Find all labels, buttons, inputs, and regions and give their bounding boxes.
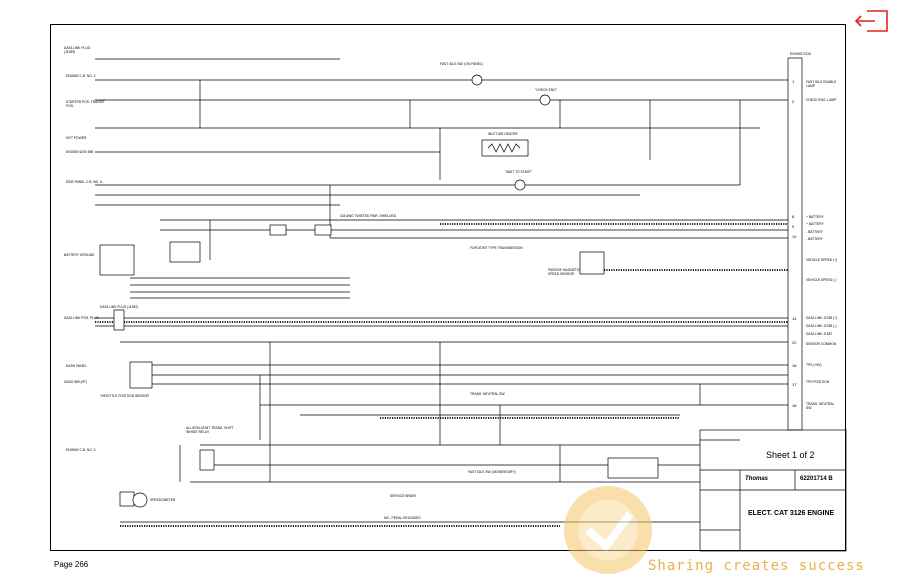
- center-label: "CHECK ENG": [535, 88, 557, 92]
- left-label: STARTER POS. TRANSIT POS.: [66, 100, 105, 108]
- left-label: HOT POWER: [66, 136, 87, 140]
- right-label: TRANS. NEUTRAL SW.: [806, 402, 835, 410]
- watermark-logo-icon: [564, 486, 652, 574]
- center-label: "WAIT TO START": [505, 170, 533, 174]
- right-label: VEHICLE SPEED (-): [806, 278, 837, 282]
- left-label: ENGINE 6200 589: [66, 150, 94, 154]
- title-block: [699, 429, 847, 552]
- pin-label: 9: [792, 224, 795, 229]
- center-label: FAST IDLE SW. (MOMENTARY): [468, 470, 516, 474]
- center-label: N/C, PEDAL RELEASED: [384, 516, 421, 520]
- right-label: ENGINE ECM: [790, 52, 811, 56]
- wait-to-start-lamp: [514, 179, 526, 191]
- right-label: - BATTERY: [806, 237, 823, 241]
- speedometer: [132, 492, 148, 508]
- center-label: TRANS. NEUTRAL SW.: [470, 392, 506, 396]
- pin-label: 16: [792, 363, 797, 368]
- right-label: - BATTERY: [806, 230, 823, 234]
- left-label: SIDE PANEL C.B. NO. 6: [66, 180, 102, 184]
- center-label: SERVICE BRAKE: [390, 494, 417, 498]
- left-label: DATA LINK POS. PLUG: [64, 316, 100, 320]
- ecm-connector: [787, 57, 803, 431]
- exit-arrow-icon[interactable]: [853, 6, 893, 36]
- right-label: FAST IDLE ENABLE LAMP: [806, 80, 837, 88]
- right-label: + BATTERY: [806, 222, 824, 226]
- left-label: ENGINE C.B. NO. 3: [66, 448, 96, 452]
- right-label: + BATTERY: [806, 215, 824, 219]
- center-label: ALLISON AT/MT TRANS. SHIFT INHIBIT RELAY: [186, 426, 234, 434]
- pin-label: 1: [792, 79, 795, 84]
- right-label: DATA LINK J1939 (-): [806, 324, 837, 328]
- right-label: TPS (+5V): [806, 363, 822, 367]
- inlet-air-heater: [481, 139, 529, 157]
- pin-label: 22: [792, 340, 797, 345]
- fast-idle-lamp: [471, 74, 483, 86]
- left-label: DATA LINK PLUG (J1587): [100, 305, 139, 309]
- left-label: ENGINE C.B. NO. 2: [66, 74, 96, 78]
- right-label: DATA LINK J1587: [806, 332, 833, 336]
- pin-label: 8: [792, 214, 795, 219]
- left-label: THROTTLE POSITION SENSOR: [100, 394, 149, 398]
- center-label: INLET AIR HEATER: [488, 132, 518, 136]
- pin-label: 17: [792, 382, 797, 387]
- check-eng-lamp: [539, 94, 551, 106]
- right-label: VEHICLE SPEED (+): [806, 258, 838, 262]
- pin-label: 14: [792, 316, 797, 321]
- page-number: Page 266: [54, 560, 89, 569]
- battery-block: [99, 244, 135, 276]
- sheet-number: Sheet 1 of 2: [766, 450, 815, 460]
- pin-label: 18: [792, 403, 797, 408]
- speed-sensor: [579, 251, 605, 275]
- brand-name: Thomas: [745, 476, 769, 482]
- center-label: 118 AWG TWISTED PAIR, SHIELDED: [340, 214, 397, 218]
- schematic-sheet: [50, 24, 846, 551]
- center-label: FAST IDLE SW. (ON PANEL): [440, 62, 483, 66]
- pin-label: 10: [792, 234, 797, 239]
- watermark-text: Sharing creates success: [648, 558, 865, 574]
- left-label: SPEEDOMETER: [150, 498, 176, 502]
- drawing-title: ELECT. CAT 3126 ENGINE: [748, 510, 835, 517]
- right-label: CHECK ENG. LAMP: [806, 98, 837, 102]
- left-label: DATA LINK PLUG (J1939): [64, 46, 91, 54]
- throttle-position-sensor: [129, 361, 153, 389]
- left-label: 62200 589 (RT): [64, 380, 88, 384]
- right-label: SENSOR COMMON: [806, 342, 837, 346]
- right-label: TPS POSITION: [806, 380, 830, 384]
- drawing-number: 62201714 B: [800, 476, 833, 482]
- center-label: PASSIVE MAGNETIC SPEED SENSOR: [548, 268, 581, 276]
- pin-label: 2: [792, 99, 795, 104]
- left-label: DASH PANEL: [66, 364, 87, 368]
- left-label: BATTERY GROUND: [64, 253, 95, 257]
- center-label: FOR AT/MT TYPE TRANSMISSION: [470, 246, 523, 250]
- right-label: DATA LINK J1939 (+): [806, 316, 838, 320]
- shift-inhibit-relay: [607, 457, 659, 479]
